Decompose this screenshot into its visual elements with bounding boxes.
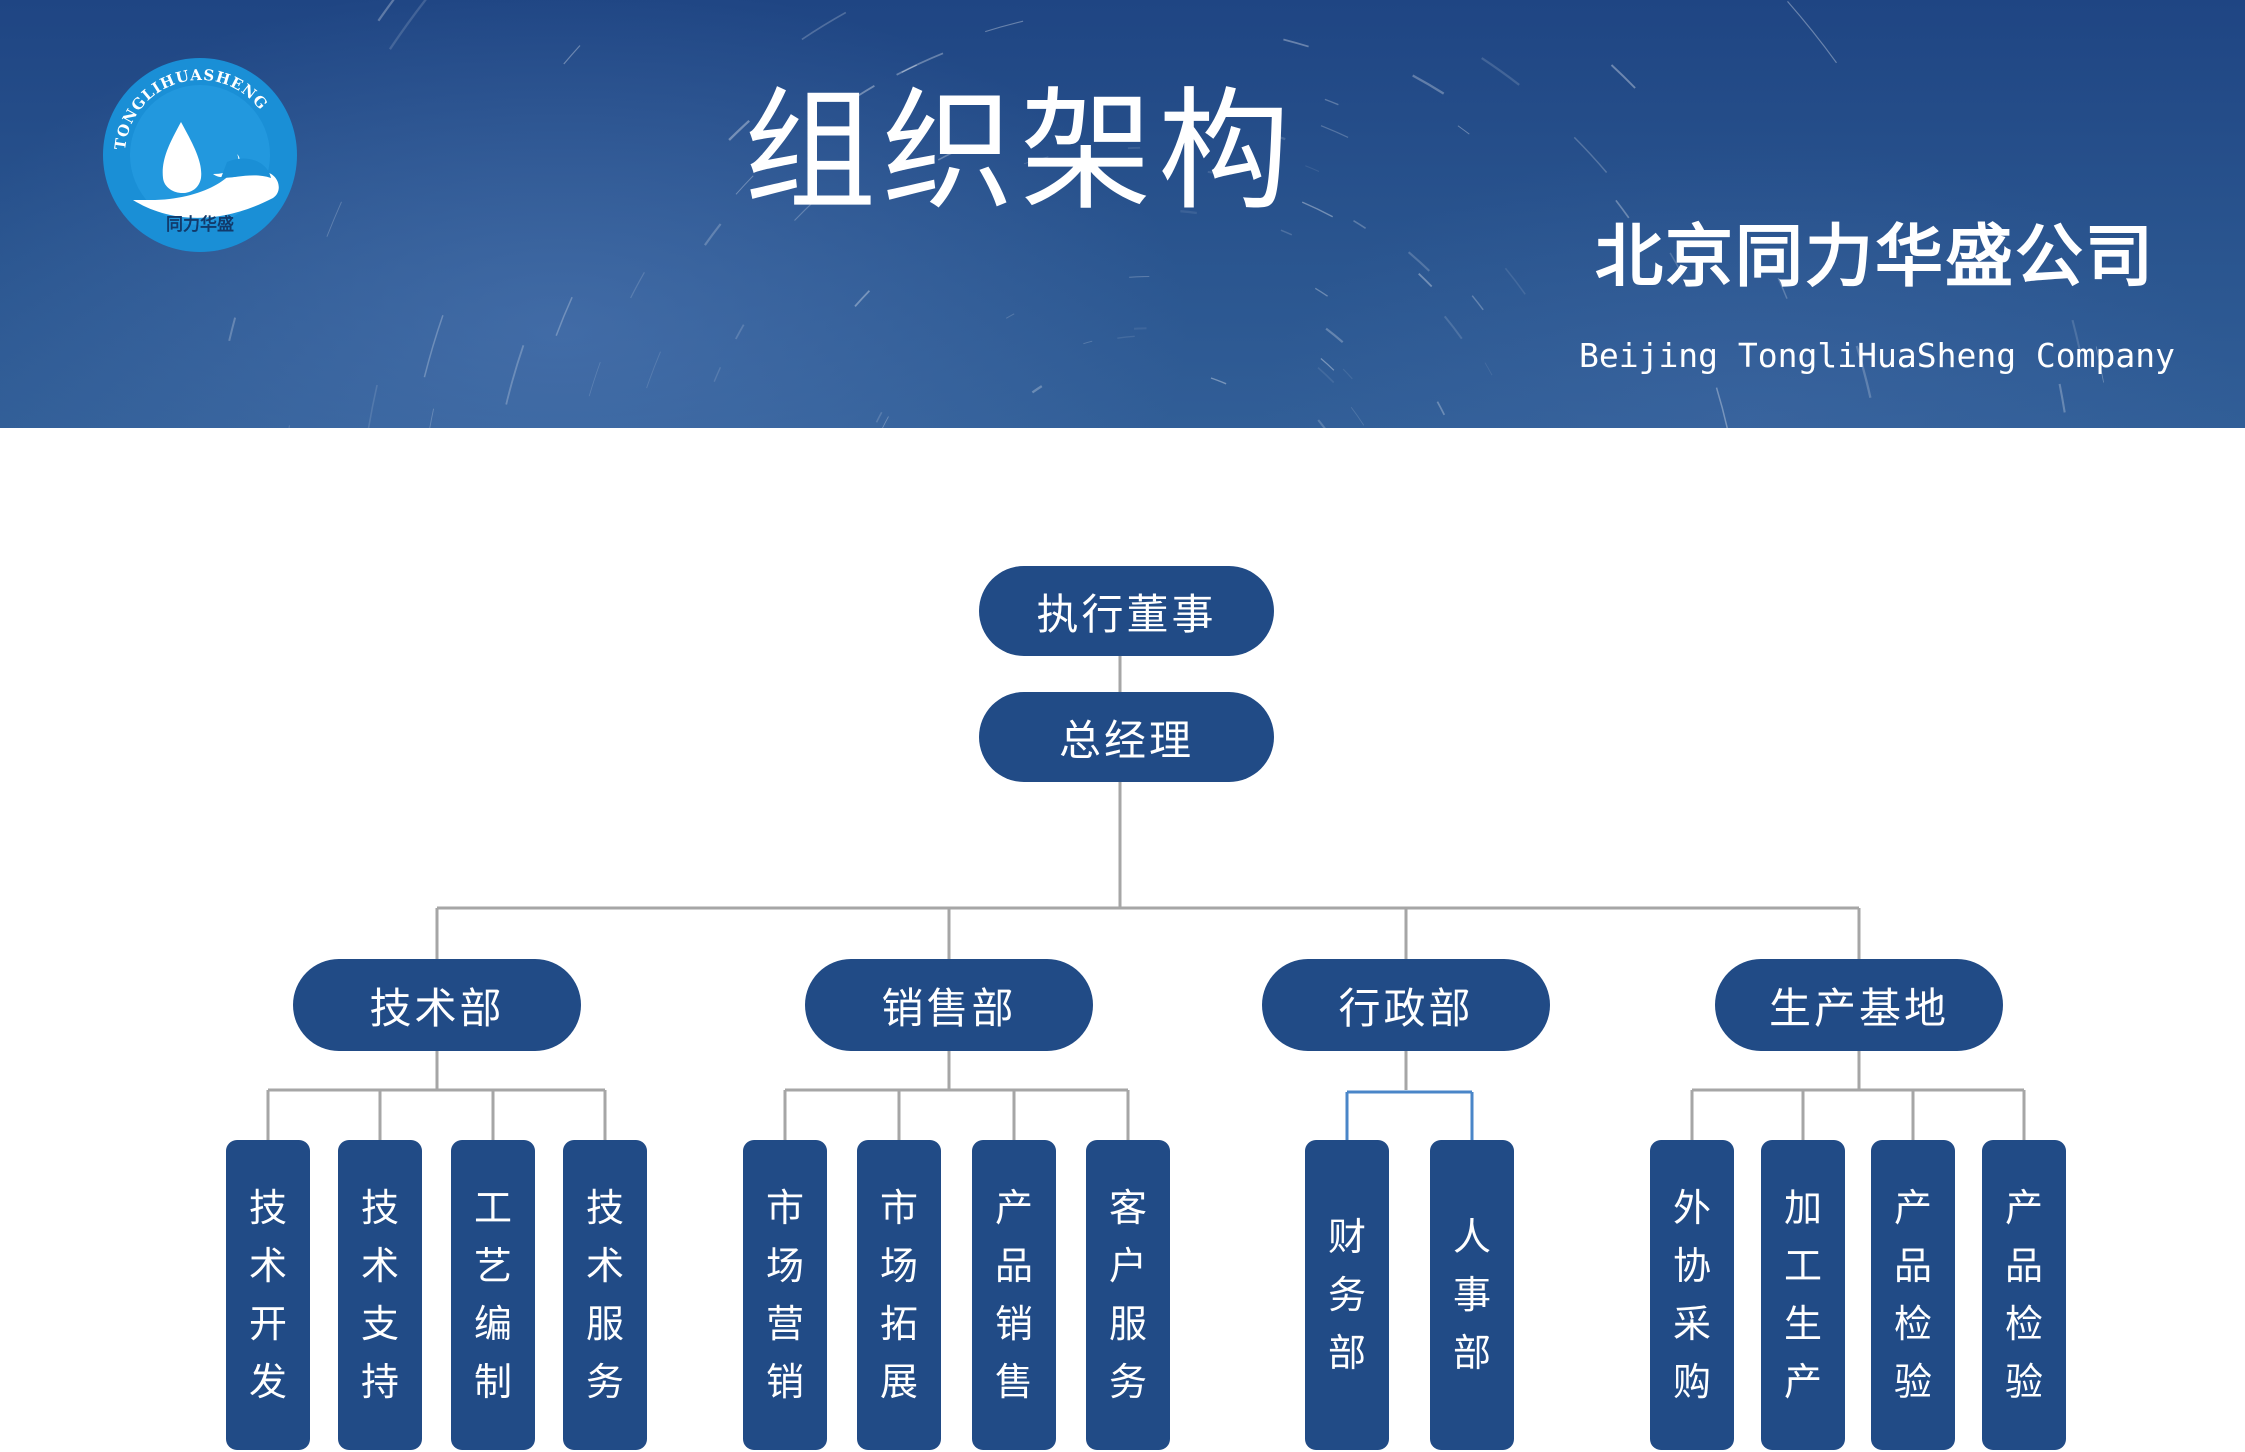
- team-product-sales: 产品销售: [972, 1140, 1056, 1450]
- team-product-inspection: 产品检验: [1871, 1140, 1955, 1450]
- team-label: 工艺编制: [473, 1179, 513, 1411]
- team-tech-development: 技术开发: [226, 1140, 310, 1450]
- team-label: 财务部: [1327, 1208, 1367, 1382]
- team-product-inspection-2: 产品检验: [1982, 1140, 2066, 1450]
- team-processing-production: 加工生产: [1761, 1140, 1845, 1450]
- team-label: 人事部: [1452, 1208, 1492, 1382]
- team-tech-service: 技术服务: [563, 1140, 647, 1450]
- team-label: 技术支持: [360, 1179, 400, 1411]
- dept-technology: 技术部: [293, 959, 581, 1051]
- team-outsourced-procurement: 外协采购: [1650, 1140, 1734, 1450]
- dept-sales: 销售部: [805, 959, 1093, 1051]
- team-customer-service: 客户服务: [1086, 1140, 1170, 1450]
- node-executive-director: 执行董事: [979, 566, 1274, 656]
- team-label: 产品检验: [1893, 1179, 1933, 1411]
- team-label: 技术服务: [585, 1179, 625, 1411]
- team-label: 市场营销: [765, 1179, 805, 1411]
- team-finance: 财务部: [1305, 1140, 1389, 1450]
- team-label: 技术开发: [248, 1179, 288, 1411]
- team-marketing: 市场营销: [743, 1140, 827, 1450]
- team-tech-support: 技术支持: [338, 1140, 422, 1450]
- team-human-resources: 人事部: [1430, 1140, 1514, 1450]
- team-market-expansion: 市场拓展: [857, 1140, 941, 1450]
- team-label: 产品检验: [2004, 1179, 2044, 1411]
- node-general-manager: 总经理: [979, 692, 1274, 782]
- team-label: 加工生产: [1783, 1179, 1823, 1411]
- team-label: 产品销售: [994, 1179, 1034, 1411]
- team-process-planning: 工艺编制: [451, 1140, 535, 1450]
- team-label: 外协采购: [1672, 1179, 1712, 1411]
- team-label: 市场拓展: [879, 1179, 919, 1411]
- dept-production-base: 生产基地: [1715, 959, 2003, 1051]
- team-label: 客户服务: [1108, 1179, 1148, 1411]
- dept-administration: 行政部: [1262, 959, 1550, 1051]
